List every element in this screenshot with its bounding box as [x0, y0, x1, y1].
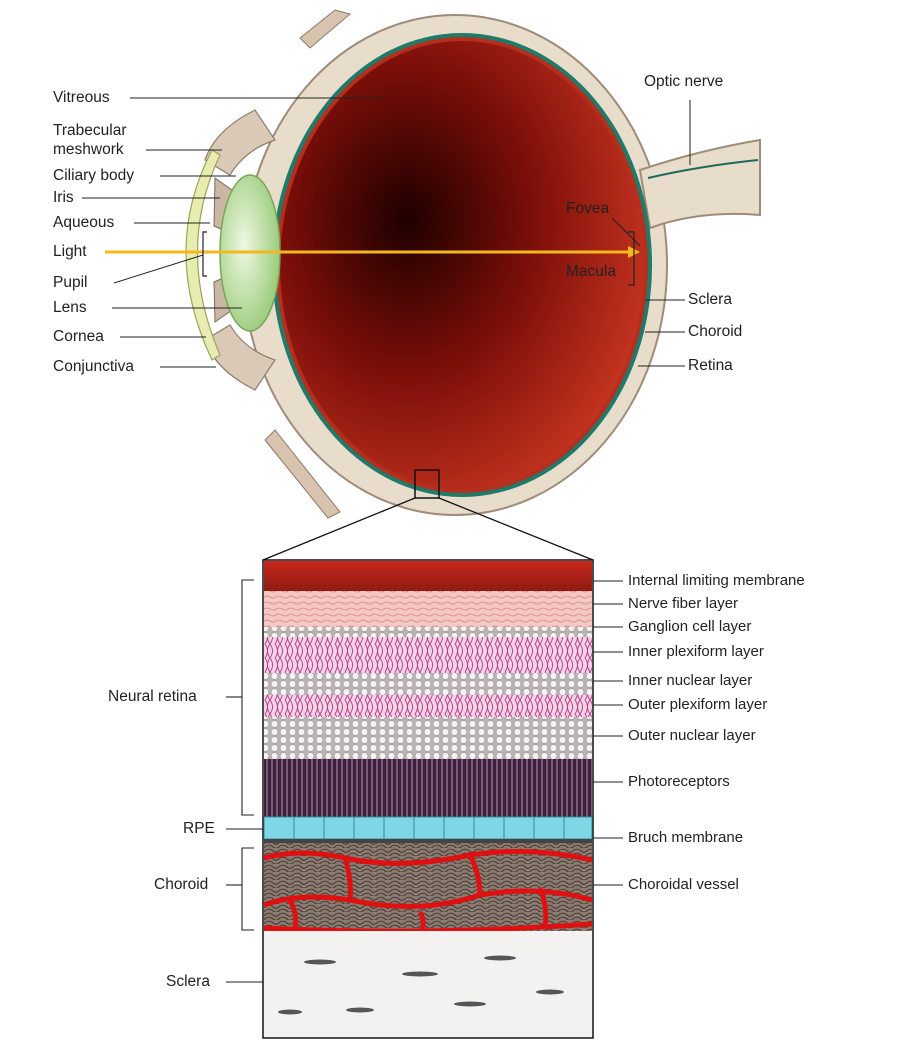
layer-inner-plexiform: [264, 637, 592, 673]
label-sclera: Sclera: [688, 291, 732, 309]
label-macula: Macula: [566, 263, 616, 281]
label-light: Light: [53, 243, 87, 261]
label-optic-nerve: Optic nerve: [644, 73, 723, 91]
label-layer-0: Internal limiting membrane: [628, 572, 805, 590]
upper-muscle: [300, 10, 350, 48]
layer-rpe: [264, 817, 592, 839]
layer-internal-limiting-membrane: [264, 561, 592, 591]
layer-photoreceptors: [264, 759, 592, 817]
optic-nerve-shape: [640, 140, 760, 228]
layer-nerve-fiber: [264, 591, 592, 627]
retina-cross-section: [263, 560, 593, 1038]
label-layer-2: Ganglion cell layer: [628, 618, 751, 636]
eye-cross-section: [105, 10, 760, 560]
label-layer-1: Nerve fiber layer: [628, 595, 738, 613]
layer-bruch-membrane: [264, 839, 592, 843]
label-cornea: Cornea: [53, 328, 104, 346]
layer-choroid: [264, 843, 592, 931]
label-ciliary-body: Ciliary body: [53, 167, 134, 185]
label-pupil: Pupil: [53, 274, 87, 292]
label-choroid: Choroid: [688, 323, 742, 341]
label-layer-7: Photoreceptors: [628, 773, 730, 791]
label-layer-6: Outer nuclear layer: [628, 727, 756, 745]
label-layer-8: Bruch membrane: [628, 829, 743, 847]
label-lens: Lens: [53, 299, 87, 317]
layer-sclera: [264, 931, 592, 1037]
label-choroid-group: Choroid: [154, 876, 208, 894]
label-meshwork: meshwork: [53, 141, 124, 159]
label-vitreous: Vitreous: [53, 89, 110, 107]
layer-inner-nuclear: [264, 673, 592, 695]
label-conjunctiva: Conjunctiva: [53, 358, 134, 376]
label-fovea: Fovea: [566, 200, 609, 218]
layer-outer-nuclear: [264, 717, 592, 759]
label-rpe: RPE: [183, 820, 215, 838]
label-layer-4: Inner nuclear layer: [628, 672, 752, 690]
label-retina: Retina: [688, 357, 733, 375]
layer-outer-plexiform: [264, 695, 592, 717]
label-layer-9: Choroidal vessel: [628, 876, 739, 894]
label-layer-3: Inner plexiform layer: [628, 643, 764, 661]
layer-ganglion-cell: [264, 627, 592, 637]
label-sclera-group: Sclera: [166, 973, 210, 991]
label-aqueous: Aqueous: [53, 214, 114, 232]
label-trabecular: Trabecular: [53, 122, 127, 140]
label-neural-retina: Neural retina: [108, 688, 197, 706]
label-layer-5: Outer plexiform layer: [628, 696, 767, 714]
label-iris: Iris: [53, 189, 74, 207]
